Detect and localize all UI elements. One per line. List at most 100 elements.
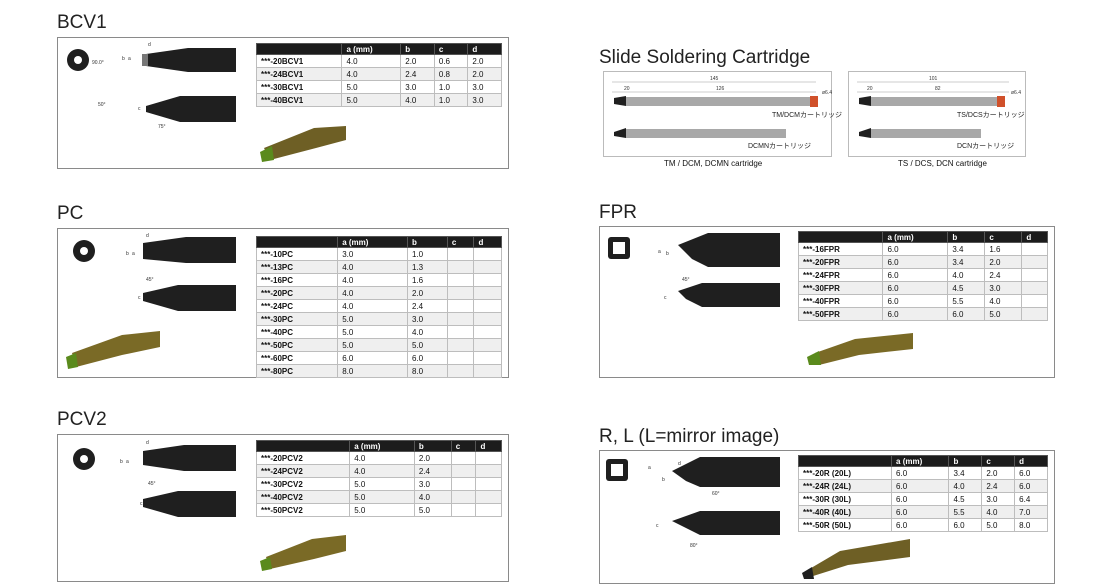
header-col-4: d [1021, 231, 1048, 243]
tip-diagram-fpr: 45° a b c [600, 227, 792, 327]
model-cell: ***-16FPR [797, 242, 884, 256]
header-col-3: c [446, 236, 475, 248]
value-cell: 4.0 [984, 294, 1023, 308]
model-cell: ***-20FPR [797, 255, 884, 269]
header-model [797, 231, 884, 243]
value-cell: 4.0 [413, 490, 452, 504]
model-cell: ***-50PCV2 [255, 503, 351, 517]
header-col-3: c [433, 43, 469, 55]
value-cell: 5.0 [981, 518, 1016, 532]
cartridge-panel-tm-dcm: 145 20 126 ø6.4 TM/DCMカートリッジ DCMNカートリッジ [603, 71, 842, 157]
label-c: c [140, 501, 143, 507]
label-angle-90: 90.0° [92, 60, 104, 66]
value-cell: 4.5 [948, 492, 983, 506]
value-cell: 8.0 [1014, 518, 1048, 532]
value-cell [446, 299, 475, 313]
model-cell: ***-10PC [255, 247, 339, 261]
header-col-2: b [413, 440, 452, 452]
value-cell: 5.0 [349, 477, 415, 491]
value-cell: 2.0 [981, 466, 1016, 480]
header-col-1: a (mm) [341, 43, 402, 55]
header-col-1: a (mm) [349, 440, 415, 452]
value-cell: 6.4 [1014, 492, 1048, 506]
model-cell: ***-60PC [255, 351, 339, 365]
dim-diameter: ø6.4 [822, 90, 832, 96]
dim-a: 20 [624, 86, 630, 92]
value-cell: 2.0 [467, 67, 502, 81]
value-cell: 6.0 [891, 492, 950, 506]
value-cell: 2.0 [467, 54, 502, 68]
value-cell: 2.0 [413, 451, 452, 465]
cartridge-label-tm-dcm: TM/DCMカートリッジ [772, 112, 842, 119]
label-c: c [138, 106, 141, 112]
label-b: b [662, 477, 665, 483]
model-cell: ***-20R (20L) [797, 466, 893, 480]
value-cell: 1.6 [406, 273, 448, 287]
value-cell: 3.4 [948, 466, 983, 480]
cartridge-panel-ts-dcs: 101 20 82 ø6.4 TS/DCSカートリッジ DCNカートリッジ [848, 71, 1026, 157]
value-cell: 2.0 [406, 286, 448, 300]
header-col-3: c [981, 455, 1016, 467]
model-cell: ***-20BCV1 [255, 54, 343, 68]
value-cell [446, 325, 475, 339]
label-a: a [132, 251, 135, 257]
header-col-1: a (mm) [337, 236, 408, 248]
value-cell: 6.0 [882, 281, 949, 295]
value-cell: 6.0 [1014, 479, 1048, 493]
value-cell [1021, 242, 1048, 256]
model-cell: ***-20PC [255, 286, 339, 300]
value-cell: 3.0 [467, 80, 502, 94]
value-cell [446, 338, 475, 352]
label-c: c [664, 295, 667, 301]
value-cell: 2.4 [400, 67, 435, 81]
header-col-2: b [948, 455, 983, 467]
value-cell [473, 299, 502, 313]
model-cell: ***-50PC [255, 338, 339, 352]
value-cell [450, 451, 477, 465]
value-cell: 3.0 [467, 93, 502, 107]
value-cell: 3.0 [337, 247, 408, 261]
value-cell: 5.0 [337, 325, 408, 339]
value-cell: 5.0 [337, 312, 408, 326]
value-cell: 6.0 [947, 307, 986, 321]
value-cell [473, 338, 502, 352]
label-c: c [138, 295, 141, 301]
value-cell [446, 364, 475, 378]
model-cell: ***-40PCV2 [255, 490, 351, 504]
header-model [255, 440, 351, 452]
value-cell: 5.0 [349, 490, 415, 504]
value-cell [446, 273, 475, 287]
value-cell [450, 477, 477, 491]
header-col-1: a (mm) [891, 455, 950, 467]
cartridge-label-dcmn: DCMNカートリッジ [748, 143, 811, 150]
label-a: a [128, 56, 131, 62]
value-cell: 4.0 [337, 299, 408, 313]
model-cell: ***-24FPR [797, 268, 884, 282]
value-cell: 5.0 [337, 338, 408, 352]
model-cell: ***-40FPR [797, 294, 884, 308]
header-col-4: d [1014, 455, 1048, 467]
value-cell: 4.0 [341, 54, 402, 68]
label-angle-75: 75° [158, 124, 166, 130]
tip-diagram-rl: 60° 80° a b c d [600, 451, 792, 551]
model-cell: ***-50R (50L) [797, 518, 893, 532]
header-model [255, 236, 339, 248]
value-cell: 2.4 [984, 268, 1023, 282]
